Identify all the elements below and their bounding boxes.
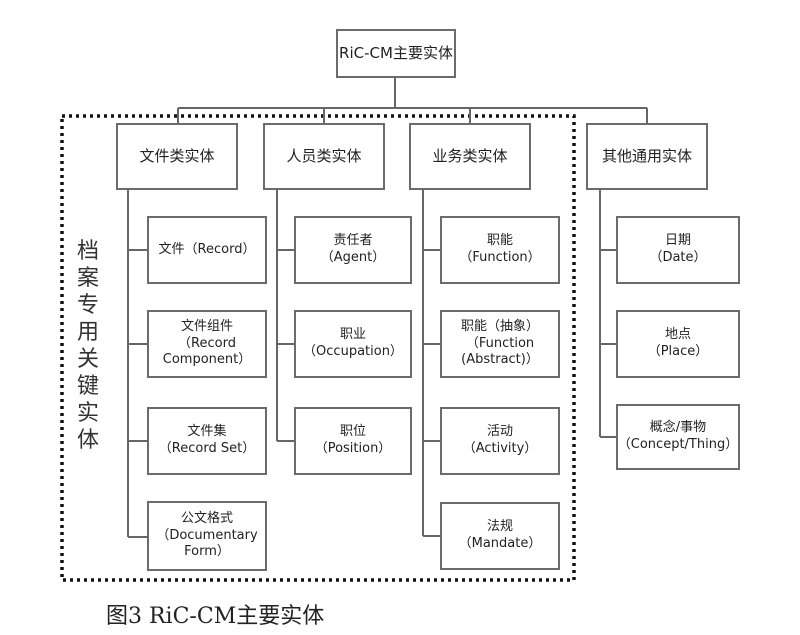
entity-box-concept-thing: 概念/事物 （Concept/Thing） [616,404,740,470]
entity-label-line: （Date） [649,250,707,265]
group-label-char: 档 [76,239,99,264]
group-label-char: 键 [76,374,99,399]
root-entity-box: RiC-CM主要实体 [336,29,456,78]
entity-label-line: （Function） [459,250,541,265]
entity-label-line: (Abstract)） [461,352,539,368]
category-box-other: 其他通用实体 [586,123,708,190]
entity-label-line: 文件组件 [180,318,233,334]
entity-label-line: 日期 [664,233,691,249]
entity-label-line: 职业 [339,327,366,343]
entity-box-function: 职能 （Function） [440,216,560,284]
entity-label-line: 公文格式 [180,510,233,526]
entity-label-line: Component） [162,352,252,368]
entity-box-place: 地点 （Place） [616,310,740,378]
group-label-char: 用 [76,320,99,345]
entity-label-line: 概念/事物 [649,420,707,436]
dedicated-entities-group-border [60,114,576,582]
group-label-char: 实 [76,401,99,426]
entity-box-position: 职位 （Position） [294,407,412,475]
entity-label-line: 职能 [486,233,513,249]
group-label-char: 体 [76,428,99,453]
entity-label-line: （Documentary [156,527,258,543]
entity-label-line: Form） [184,544,230,560]
entity-label-line: （Place） [647,344,709,359]
group-label-char: 关 [76,347,99,372]
root-entity-label: RiC-CM主要实体 [339,43,453,62]
entity-label-line: （Activity） [462,441,538,456]
group-label-char: 案 [76,266,99,291]
category-box-business: 业务类实体 [409,123,531,190]
figure-caption: 图3 RiC-CM主要实体 [106,604,325,629]
category-box-person: 人员类实体 [263,123,385,190]
entity-label-line: （Concept/Thing） [617,437,739,452]
entity-label-line: 地点 [664,327,691,343]
category-label: 文件类实体 [139,146,215,165]
category-label: 其他通用实体 [601,146,692,165]
dedicated-entities-group-label: 档 案 专 用 关 键 实 体 [74,238,102,454]
entity-box-activity: 活动 （Activity） [440,407,560,475]
entity-label-line: 文件（Record） [158,241,256,257]
entity-label-line: 责任者 [333,233,373,249]
entity-label-line: （Record [178,335,236,351]
category-label: 业务类实体 [432,146,508,165]
entity-label-line: 职位 [339,424,366,440]
entity-label-line: （Position） [314,441,392,456]
entity-box-documentary-form: 公文格式 （Documentary Form） [147,501,267,571]
entity-box-record-component: 文件组件 （Record Component） [147,310,267,378]
entity-box-mandate: 法规 （Mandate） [440,502,560,570]
entity-box-occupation: 职业 （Occupation） [294,310,412,378]
entity-label-line: （Record Set） [158,441,256,456]
entity-label-line: （Occupation） [303,344,403,359]
entity-label-line: （Function [465,335,535,351]
connector-lines [127,78,648,538]
entity-label-line: （Mandate） [458,536,542,551]
entity-box-agent: 责任者 （Agent） [294,216,412,284]
entity-label-line: 职能（抽象） [460,318,539,334]
category-label: 人员类实体 [286,146,362,165]
entity-box-function-abstract: 职能（抽象） （Function (Abstract)） [440,310,560,378]
entity-label-line: （Agent） [320,250,386,265]
entity-box-record-set: 文件集 （Record Set） [147,407,267,475]
category-box-document: 文件类实体 [116,123,238,190]
group-label-char: 专 [76,293,99,318]
entity-box-date: 日期 （Date） [616,216,740,284]
entity-label-line: 文件集 [187,424,227,440]
entity-label-line: 活动 [486,424,513,440]
entity-box-record: 文件（Record） [147,216,267,284]
entity-label-line: 法规 [486,519,513,535]
